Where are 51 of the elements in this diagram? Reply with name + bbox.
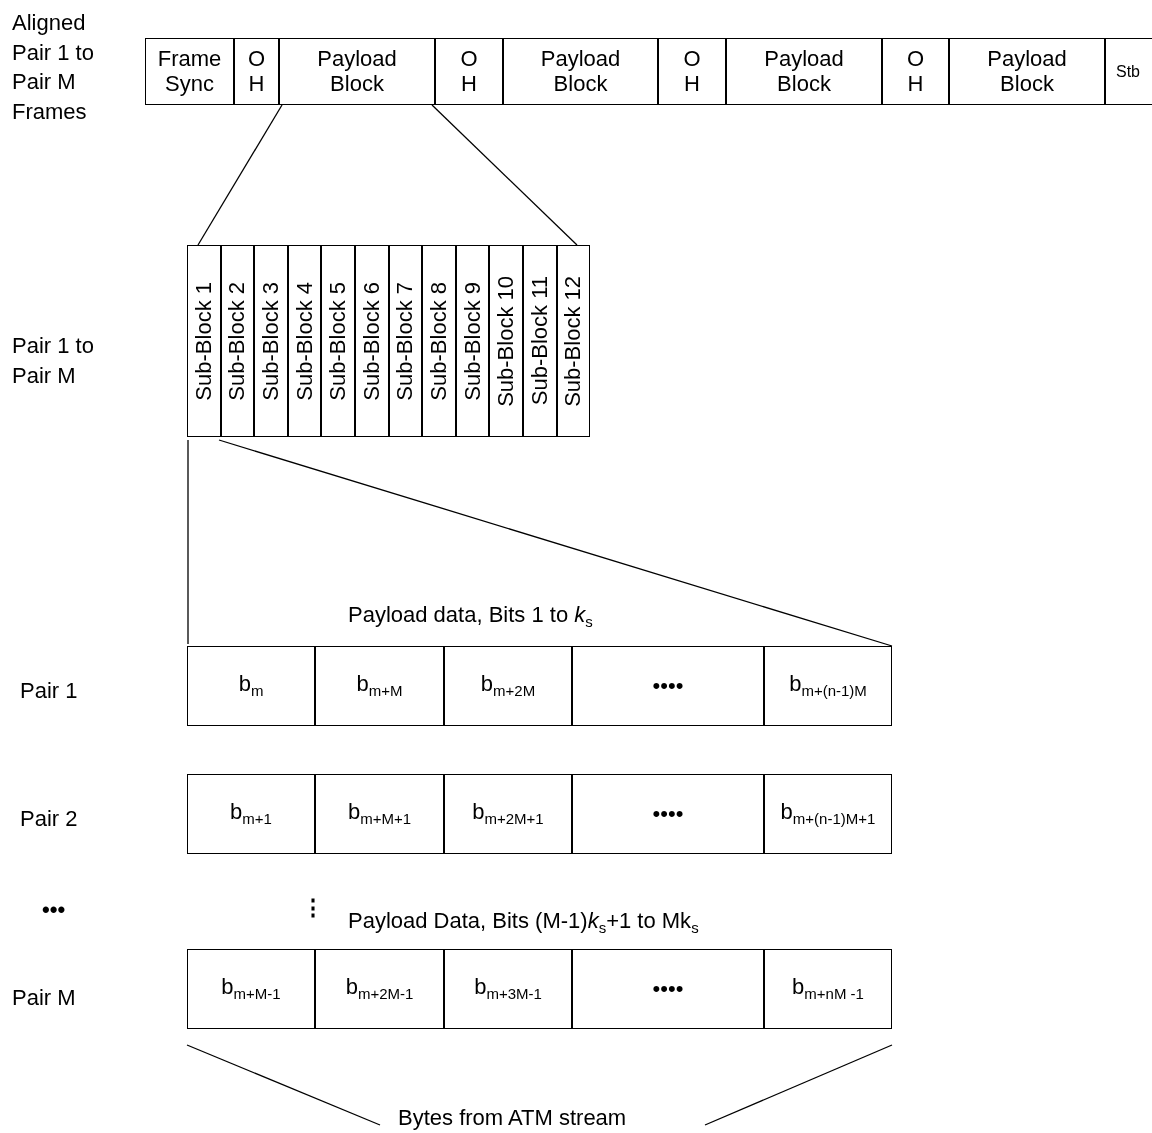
vertical-ellipsis: ⋮	[302, 894, 322, 922]
byte-cell: b$_{m+2M-1}$	[315, 949, 444, 1029]
byte-cell: b$_{m+2M+1}$	[444, 774, 572, 854]
frame-field: O H	[234, 38, 279, 105]
ellipsis: •••	[42, 896, 66, 924]
row-label: Aligned Pair 1 to Pair M Frames	[12, 9, 95, 127]
byte-cell: ••••	[572, 646, 764, 726]
byte-cell: b$_{m+M-1}$	[187, 949, 315, 1029]
sub-block: Sub-Block 11	[523, 245, 557, 437]
frame-field: Frame Sync	[145, 38, 234, 105]
sub-block: Sub-Block 6	[355, 245, 389, 437]
frame-field: Stb	[1105, 38, 1152, 105]
sub-block: Sub-Block 9	[455, 245, 490, 437]
sub-block: Sub-Block 12	[556, 245, 591, 437]
sub-block: Sub-Block 5	[321, 245, 355, 437]
byte-cell: b$_{m+3M-1}$	[444, 949, 572, 1029]
sub-block: Sub-Block 1	[187, 245, 221, 437]
section-caption: Payload data, Bits 1 to k$_{s}$	[348, 601, 593, 633]
byte-cell: b$_{m+2M}$	[444, 646, 572, 726]
byte-cell: b$_{m}$	[187, 646, 315, 726]
sub-block: Sub-Block 3	[254, 245, 288, 437]
sub-block: Sub-Block 10	[489, 245, 523, 437]
row-label: Pair 1	[20, 677, 78, 705]
byte-cell: b$_{m+(n-1)M}$	[764, 646, 892, 726]
byte-cell: b$_{m+M+1}$	[315, 774, 444, 854]
row-label: Pair M	[12, 984, 76, 1012]
frame-field: O H	[658, 38, 726, 105]
row-label: Pair 1 to Pair M	[12, 332, 95, 390]
frame-field: Payload Block	[726, 38, 882, 105]
byte-cell: b$_{m+nM -1}$	[764, 949, 892, 1029]
expansion-line	[197, 104, 283, 246]
frame-field: Payload Block	[503, 38, 658, 105]
byte-cell: b$_{m+(n-1)M+1}$	[764, 774, 892, 854]
byte-cell: b$_{m+1}$	[187, 774, 315, 854]
frame-field: Payload Block	[279, 38, 435, 105]
byte-cell: ••••	[572, 949, 764, 1029]
frame-field: O H	[435, 38, 503, 105]
expansion-line	[431, 104, 578, 246]
row-label: Pair 2	[20, 805, 78, 833]
byte-cell: ••••	[572, 774, 764, 854]
bracket-caption: Bytes from ATM stream	[398, 1104, 627, 1132]
sub-block: Sub-Block 8	[422, 245, 456, 437]
frame-field: O H	[882, 38, 949, 105]
section-caption: Payload Data, Bits (M-1)k$_{s}$+1 to Mk$_{s}$	[348, 907, 699, 939]
frame-field: Payload Block	[949, 38, 1105, 105]
expansion-line	[187, 439, 189, 645]
sub-block: Sub-Block 7	[388, 245, 423, 437]
sub-block: Sub-Block 4	[287, 245, 322, 437]
byte-cell: b$_{m+M}$	[315, 646, 444, 726]
sub-block: Sub-Block 2	[220, 245, 255, 437]
expansion-line	[218, 439, 893, 647]
